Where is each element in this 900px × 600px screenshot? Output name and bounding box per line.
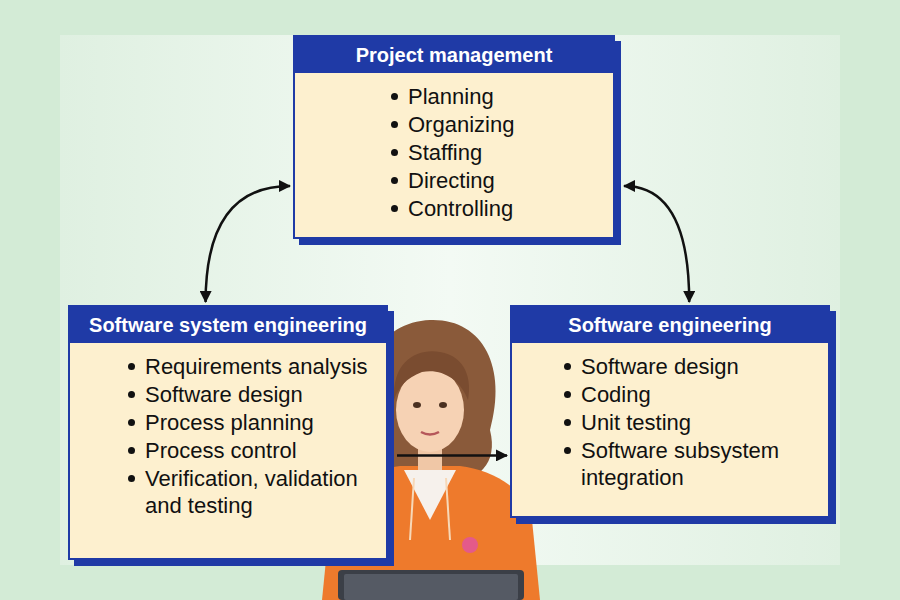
bullet-item: Verification, validation and testing <box>145 465 374 519</box>
bullet-dot <box>564 391 571 398</box>
bullet-row: Software design <box>564 353 816 380</box>
bullet-item: Unit testing <box>581 409 691 436</box>
bullet-row: Coding <box>564 381 816 408</box>
connector-arrow <box>206 186 290 302</box>
bullet-dot <box>391 177 398 184</box>
bullet-dot <box>128 447 135 454</box>
bullet-dot <box>564 419 571 426</box>
bullet-row: Directing <box>391 167 601 194</box>
box-body: Software designCodingUnit testingSoftwar… <box>512 343 828 506</box>
process-box: Software system engineeringRequirements … <box>68 305 388 560</box>
bullet-item: Planning <box>408 83 494 110</box>
bullet-item: Requirements analysis <box>145 353 368 380</box>
bullet-item: Process control <box>145 437 297 464</box>
bullet-item: Software design <box>145 381 303 408</box>
hair-fringe <box>394 351 469 400</box>
hoodie-string <box>446 478 450 540</box>
bullet-dot <box>391 205 398 212</box>
bullet-dot <box>564 447 571 454</box>
bullet-item: Software subsystem integration <box>581 437 816 491</box>
process-box: Software engineeringSoftware designCodin… <box>510 305 830 518</box>
bullet-row: Verification, validation and testing <box>128 465 374 519</box>
bullet-dot <box>391 93 398 100</box>
connector-arrow <box>397 454 507 457</box>
eye <box>439 402 447 408</box>
bullet-item: Process planning <box>145 409 314 436</box>
bullet-dot <box>391 149 398 156</box>
bullet-item: Coding <box>581 381 651 408</box>
box-heading: Project management <box>295 37 613 73</box>
box-heading: Software engineering <box>512 307 828 343</box>
box-heading: Software system engineering <box>70 307 386 343</box>
bullet-item: Controlling <box>408 195 513 222</box>
bullet-row: Requirements analysis <box>128 353 374 380</box>
bullet-dot <box>128 419 135 426</box>
bullet-dot <box>564 363 571 370</box>
bullet-dot <box>128 363 135 370</box>
bullet-dot <box>128 475 135 482</box>
hoodie-string <box>410 478 414 540</box>
bullet-row: Controlling <box>391 195 601 222</box>
laptop-lid <box>344 574 518 600</box>
box-body: Requirements analysisSoftware designProc… <box>70 343 386 534</box>
bullet-row: Unit testing <box>564 409 816 436</box>
bullet-item: Staffing <box>408 139 482 166</box>
bullet-dot <box>391 121 398 128</box>
bullet-row: Software subsystem integration <box>564 437 816 491</box>
laptop <box>338 570 524 600</box>
bullet-row: Staffing <box>391 139 601 166</box>
bullet-row: Planning <box>391 83 601 110</box>
bullet-item: Software design <box>581 353 739 380</box>
bullet-row: Process control <box>128 437 374 464</box>
bullet-dot <box>128 391 135 398</box>
bullet-item: Organizing <box>408 111 514 138</box>
eye <box>413 402 421 408</box>
process-box: Project managementPlanningOrganizingStaf… <box>293 35 615 239</box>
bullet-item: Directing <box>408 167 495 194</box>
box-body: PlanningOrganizingStaffingDirectingContr… <box>295 73 613 237</box>
bullet-row: Software design <box>128 381 374 408</box>
shirt-print <box>462 537 478 553</box>
mouth <box>421 432 439 435</box>
bullet-row: Process planning <box>128 409 374 436</box>
bullet-row: Organizing <box>391 111 601 138</box>
connector-arrow <box>624 186 689 302</box>
